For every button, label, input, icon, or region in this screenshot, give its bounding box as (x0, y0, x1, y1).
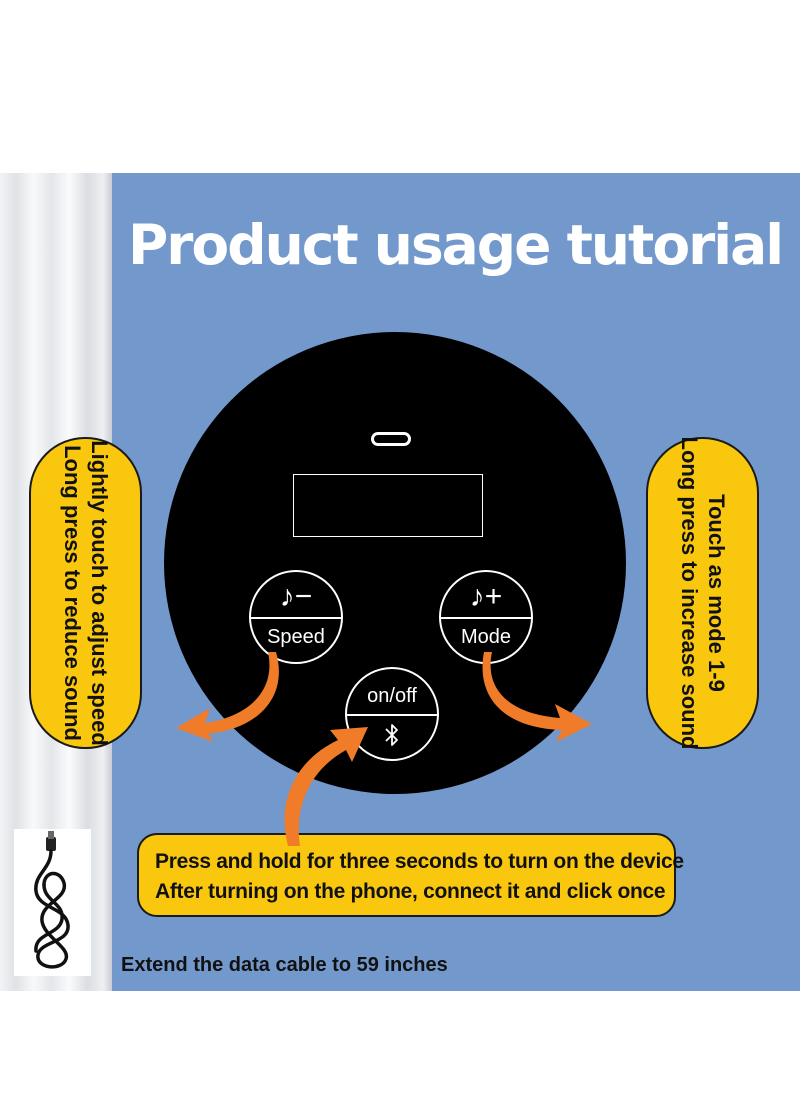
power-callout-line2: After turning on the phone, connect it a… (155, 880, 666, 903)
music-note-minus-icon: ♪− (279, 580, 313, 613)
power-callout: Press and hold for three seconds to turn… (137, 833, 684, 917)
speed-button[interactable]: ♪− Speed (249, 570, 343, 664)
music-note-plus-icon: ♪+ (469, 580, 503, 613)
speed-callout: Lightly touch to adjust speed Long press… (29, 437, 142, 749)
button-divider (347, 714, 437, 716)
left-arrow-icon (176, 652, 279, 742)
mode-callout: Touch as mode 1-9 Long press to increase… (646, 437, 759, 749)
cable-length-caption: Extend the data cable to 59 inches (121, 954, 448, 976)
right-arrow-icon (482, 652, 592, 742)
power-button-label: on/off (367, 685, 417, 707)
page-title: Product usage tutorial (128, 213, 784, 277)
usb-cable-image (14, 829, 91, 976)
device-display-window (293, 474, 483, 537)
bottom-arrow-icon (284, 727, 368, 846)
button-divider (251, 617, 341, 619)
bluetooth-icon (347, 719, 437, 758)
usb-c-port-icon (371, 432, 411, 446)
button-divider (441, 617, 531, 619)
power-callout-line1: Press and hold for three seconds to turn… (155, 850, 684, 873)
mode-button-label: Mode (460, 626, 512, 648)
speed-button-label: Speed (267, 626, 325, 648)
power-button[interactable]: on/off (345, 667, 439, 761)
